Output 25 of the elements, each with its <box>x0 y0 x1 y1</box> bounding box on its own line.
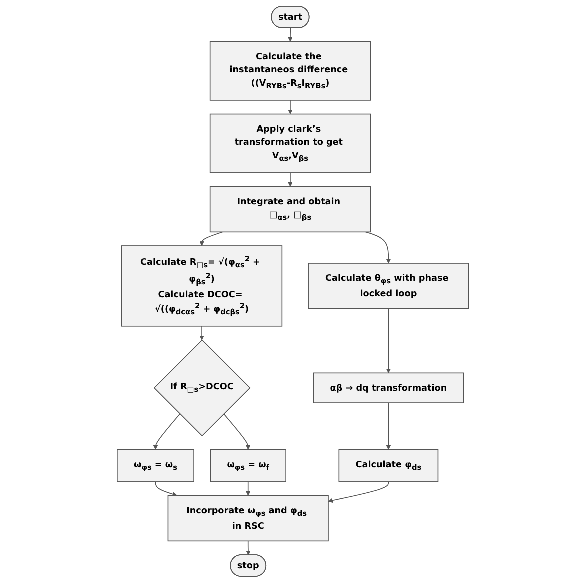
node-box: Calculate the instantaneos difference ((V$_{RYBs}$-R$_{s}$I$_{RYBs}$) <box>210 41 372 101</box>
node-box: Incorporate ω$_{φs}$ and φ$_{ds}$ in RSC <box>168 495 330 542</box>
node-box: Integrate and obtain □$_{αs}$, □$_{βs}$ <box>210 186 372 233</box>
node-box: ω$_{φs}$ = ω$_{s}$ <box>117 449 195 482</box>
node-box: αβ → dq transformation <box>314 372 465 404</box>
arrow <box>366 232 392 264</box>
arrow <box>154 414 181 450</box>
node-box: ω$_{φs}$ = ω$_{f}$ <box>210 449 287 482</box>
arrow <box>246 482 252 496</box>
arrow <box>386 402 392 450</box>
arrow <box>386 308 392 374</box>
arrow <box>224 414 252 450</box>
node-box: Calculate θ$_{φs}$ with phase locked loop <box>308 263 470 310</box>
node-box: Apply clark’s transformation to get V$_{αs}$,V$_{βs}$ <box>210 114 372 174</box>
arrow <box>328 482 390 504</box>
arrow <box>200 326 205 340</box>
arrow <box>288 172 294 187</box>
arrow <box>200 232 224 246</box>
arrow <box>156 482 178 497</box>
arrow <box>288 28 294 42</box>
arrow <box>246 540 252 556</box>
node-box: Calculate R$_{□s}$= √(φ$_{αs}$$^{2}$ + φ$_{βs}$$^{2}$) Calculate DCOC= √((φ$_{dcαs}$$^{2}$ + φ$_{dcβs}$$^{2}$) <box>122 246 283 327</box>
node-box: Calculate φ$_{ds}$ <box>339 449 440 482</box>
arrow <box>288 100 294 115</box>
node-diamond: If R$_{□s}$>DCOC <box>154 340 252 437</box>
